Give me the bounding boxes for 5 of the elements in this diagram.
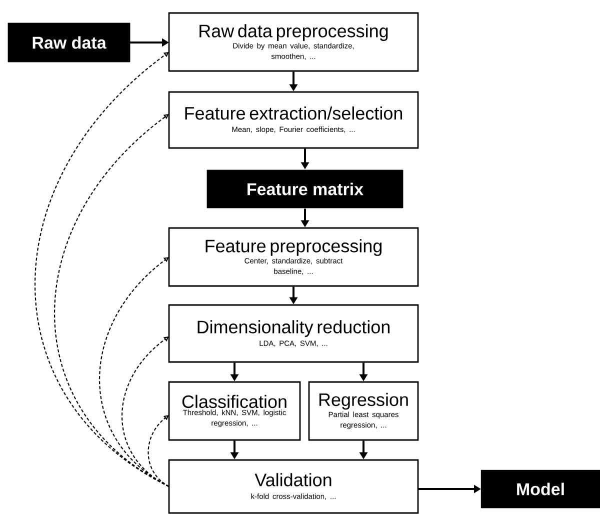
feedback-arrow xyxy=(122,336,170,487)
feedback-arrow xyxy=(148,415,170,487)
data-label: Feature matrix xyxy=(206,170,404,208)
output-label: Model xyxy=(480,470,600,508)
input-label: Raw data xyxy=(8,22,130,62)
